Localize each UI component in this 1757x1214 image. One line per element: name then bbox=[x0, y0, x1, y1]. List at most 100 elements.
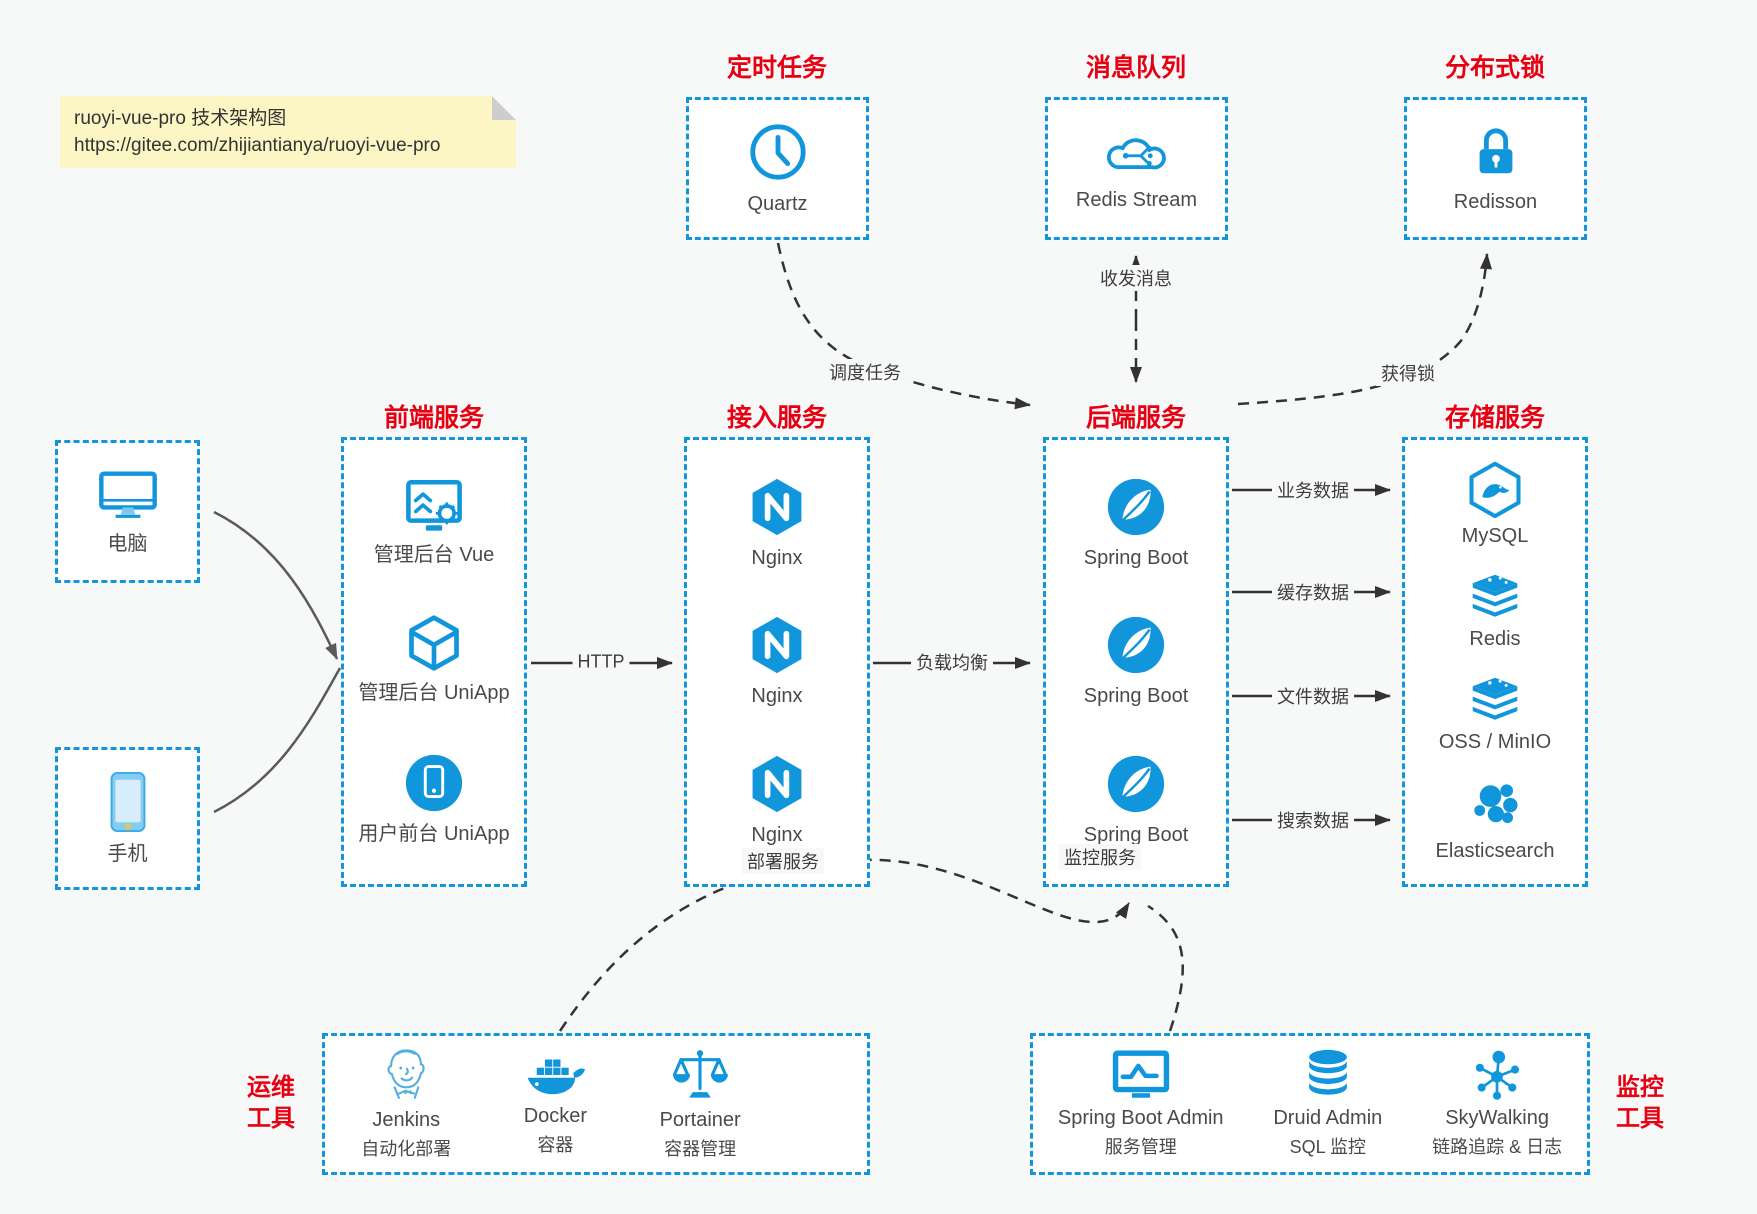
spring-boot-label: Spring Boot bbox=[1083, 685, 1189, 708]
database-icon bbox=[1308, 1049, 1347, 1095]
spring-icon bbox=[1107, 756, 1165, 813]
admin-vue-icon bbox=[406, 479, 462, 531]
docker-icon bbox=[528, 1059, 586, 1095]
sticky-note: ruoyi-vue-pro 技术架构图 https://gitee.com/zh… bbox=[60, 96, 516, 168]
portainer-scale-icon bbox=[673, 1050, 729, 1098]
desktop-label: 电脑 bbox=[107, 532, 148, 555]
skywalking-sub: 链路追踪 & 日志 bbox=[1432, 1137, 1563, 1157]
edge-label-messaging: 收发消息 bbox=[1095, 265, 1177, 291]
docker-sub: 容器 bbox=[537, 1135, 574, 1155]
jenkins-icon bbox=[387, 1049, 425, 1099]
mysql-label: MySQL bbox=[1461, 525, 1529, 547]
skywalking-node: SkyWalking 链路追踪 & 日志 bbox=[1432, 1048, 1562, 1160]
admin-uniapp-label: 管理后台 UniApp bbox=[358, 682, 510, 705]
mobile-app-icon bbox=[405, 755, 463, 812]
druid-admin-label: Druid Admin bbox=[1273, 1107, 1383, 1129]
druid-admin-node: Druid Admin SQL 监控 bbox=[1273, 1048, 1382, 1160]
edge-monitor bbox=[1147, 904, 1184, 1032]
ops-tools-box: Jenkins 自动化部署 Docker 容器 bbox=[322, 1033, 870, 1175]
column-title-frontend: 前端服务 bbox=[383, 404, 485, 432]
edge-label-monitor: 监控服务 bbox=[1059, 844, 1141, 870]
group-title-scheduled-jobs: 定时任务 bbox=[726, 54, 828, 82]
backend-box: Spring Boot Spring Boot Spring Boot bbox=[1043, 437, 1229, 887]
clock-icon bbox=[749, 123, 806, 180]
spring-boot-node: Spring Boot bbox=[1083, 476, 1189, 571]
spring-boot-label: Spring Boot bbox=[1083, 824, 1189, 847]
note-title: ruoyi-vue-pro 技术架构图 bbox=[74, 108, 287, 129]
ops-title-line1: 运维 bbox=[247, 1074, 295, 1101]
nginx-icon bbox=[752, 617, 802, 674]
edge-label-load-balance: 负载均衡 bbox=[911, 649, 993, 675]
desktop-box: 电脑 bbox=[55, 440, 200, 583]
edge-desktop-frontend bbox=[213, 510, 339, 660]
column-title-gateway: 接入服务 bbox=[726, 404, 828, 432]
skywalking-label: SkyWalking bbox=[1445, 1107, 1549, 1129]
admin-vue-node: 管理后台 Vue bbox=[374, 477, 494, 568]
jenkins-node: Jenkins 自动化部署 bbox=[361, 1046, 451, 1162]
lock-icon bbox=[1479, 127, 1512, 173]
gateway-box: Nginx Nginx Nginx bbox=[684, 437, 870, 887]
jenkins-sub: 自动化部署 bbox=[361, 1139, 452, 1159]
monitoring-tools-title: 监控 工具 bbox=[1604, 1072, 1676, 1134]
spring-boot-label: Spring Boot bbox=[1083, 546, 1189, 569]
admin-vue-label: 管理后台 Vue bbox=[373, 543, 495, 566]
ops-tools-title: 运维 工具 bbox=[235, 1072, 307, 1134]
oss-minio-node: OSS / MinIO bbox=[1439, 676, 1551, 755]
edge-label-cache-data: 缓存数据 bbox=[1272, 579, 1354, 605]
jenkins-label: Jenkins bbox=[372, 1109, 441, 1131]
phone-box: 手机 bbox=[55, 747, 200, 890]
column-title-storage: 存储服务 bbox=[1444, 404, 1546, 432]
column-title-backend: 后端服务 bbox=[1085, 404, 1187, 432]
redis-label: Redis bbox=[1469, 628, 1521, 650]
edge-label-http: HTTP bbox=[572, 651, 630, 673]
admin-uniapp-node: 管理后台 UniApp bbox=[358, 613, 510, 706]
edge-label-business-data: 业务数据 bbox=[1272, 477, 1354, 503]
nginx-label: Nginx bbox=[751, 685, 803, 708]
cloud-network-icon bbox=[1106, 137, 1166, 169]
docker-node: Docker 容器 bbox=[524, 1050, 587, 1158]
redis-stack-icon bbox=[1472, 677, 1518, 720]
elasticsearch-node: Elasticsearch bbox=[1435, 779, 1555, 864]
nginx-label: Nginx bbox=[751, 546, 803, 569]
portainer-sub: 容器管理 bbox=[664, 1139, 737, 1159]
mysql-node: MySQL bbox=[1461, 460, 1529, 549]
edge-phone-frontend bbox=[213, 667, 342, 814]
nginx-icon bbox=[752, 755, 802, 813]
phone-label: 手机 bbox=[107, 842, 148, 865]
ops-title-line2: 工具 bbox=[247, 1105, 295, 1132]
frontend-box: 管理后台 Vue 管理后台 UniApp 用户前台 UniApp bbox=[341, 437, 527, 887]
nginx-label: Nginx bbox=[751, 824, 803, 847]
mysql-icon bbox=[1469, 461, 1521, 518]
edge-label-search-data: 搜索数据 bbox=[1272, 807, 1354, 833]
redis-stream-label: Redis Stream bbox=[1075, 188, 1198, 211]
edge-label-deploy: 部署服务 bbox=[742, 848, 824, 874]
phone-icon bbox=[110, 771, 145, 832]
nginx-node: Nginx bbox=[748, 476, 806, 571]
spring-boot-admin-label: Spring Boot Admin bbox=[1057, 1107, 1224, 1129]
redis-stream-box: Redis Stream bbox=[1045, 97, 1228, 240]
elasticsearch-label: Elasticsearch bbox=[1435, 840, 1555, 862]
cube-icon bbox=[409, 615, 459, 672]
quartz-box: Quartz bbox=[686, 97, 869, 240]
monitor-chart-icon bbox=[1112, 1050, 1169, 1098]
storage-box: MySQL Redis OSS / MinIO bbox=[1402, 437, 1588, 887]
redisson-box: Redisson bbox=[1404, 97, 1587, 240]
monitoring-title-line2: 工具 bbox=[1616, 1105, 1664, 1132]
docker-label: Docker bbox=[523, 1105, 588, 1127]
portainer-label: Portainer bbox=[659, 1109, 741, 1131]
nginx-node: Nginx bbox=[748, 614, 806, 709]
spring-boot-node: Spring Boot bbox=[1083, 614, 1189, 709]
topology-icon bbox=[1475, 1050, 1520, 1100]
spring-icon bbox=[1107, 478, 1165, 535]
desktop-icon bbox=[98, 470, 157, 518]
edge-label-schedule: 调度任务 bbox=[824, 359, 906, 385]
spring-icon bbox=[1107, 617, 1165, 674]
group-title-message-queue: 消息队列 bbox=[1085, 54, 1187, 82]
druid-admin-sub: SQL 监控 bbox=[1289, 1137, 1366, 1157]
monitoring-title-line1: 监控 bbox=[1616, 1074, 1664, 1101]
group-title-distributed-lock: 分布式锁 bbox=[1444, 54, 1546, 82]
spring-boot-node: Spring Boot bbox=[1083, 753, 1189, 848]
user-uniapp-node: 用户前台 UniApp bbox=[358, 752, 510, 847]
note-url: https://gitee.com/zhijiantianya/ruoyi-vu… bbox=[74, 135, 441, 156]
